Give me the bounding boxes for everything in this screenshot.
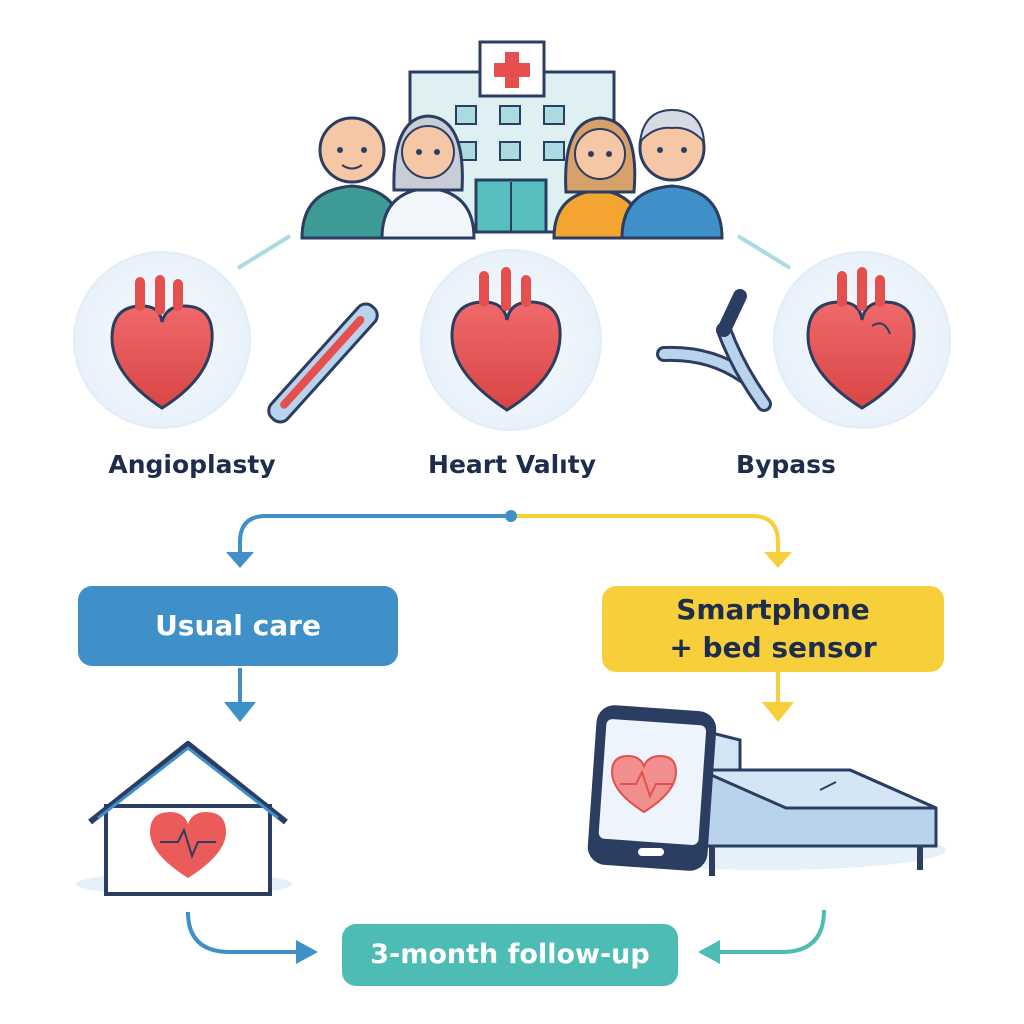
patient-elderly-woman-icon xyxy=(380,114,476,240)
intervention-label-line1: Smartphone xyxy=(676,593,870,626)
smartphone-icon xyxy=(587,705,717,871)
intervention-down-arrow xyxy=(762,672,794,722)
catheter-icon xyxy=(267,302,379,424)
connector-right xyxy=(736,234,792,270)
intervention-to-followup-arrow xyxy=(698,909,826,964)
usual-care-box: Usual care xyxy=(78,586,398,666)
branch-connector xyxy=(226,510,792,568)
intervention-box: Smartphone + bed sensor xyxy=(602,586,944,672)
followup-label: 3-month follow-up xyxy=(370,939,650,970)
bypass-graft-icon xyxy=(656,289,772,412)
procedure-label-angioplasty: Angioplasty xyxy=(108,450,276,479)
angioplasty-heart-icon xyxy=(73,251,251,429)
bypass-heart-icon xyxy=(773,251,951,429)
intervention-label-line2: + bed sensor xyxy=(669,631,877,664)
procedure-label-heart-valve: Heart Valıty xyxy=(428,450,596,479)
home-heart-icon xyxy=(76,741,292,896)
followup-box: 3-month follow-up xyxy=(342,924,678,986)
usual-care-to-followup-arrow xyxy=(186,911,318,964)
usual-care-down-arrow xyxy=(224,668,256,722)
patient-elderly-man-2-icon xyxy=(620,108,724,240)
procedure-label-bypass: Bypass xyxy=(736,450,836,479)
usual-care-label: Usual care xyxy=(155,609,321,642)
connector-left xyxy=(236,234,292,270)
patient-woman-icon xyxy=(552,116,644,240)
heart-valve-heart-icon xyxy=(420,249,602,431)
